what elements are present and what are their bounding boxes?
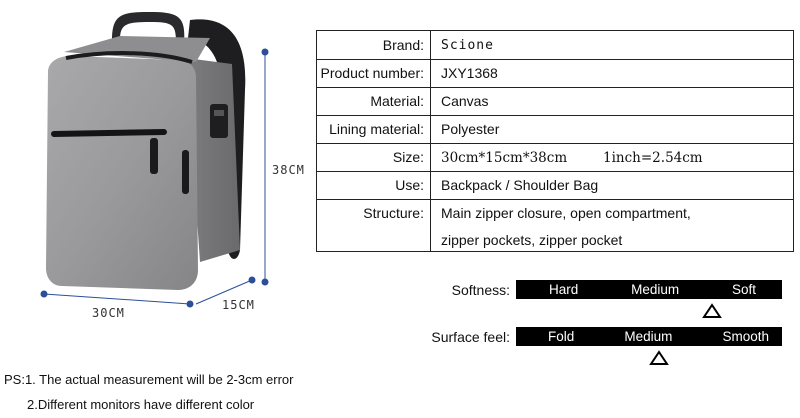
spec-value: JXY1368 (441, 65, 498, 81)
surface-feel-option: Medium (624, 329, 673, 344)
spec-value: Canvas (441, 93, 489, 109)
note-measurement-error: PS:1. The actual measurement will be 2-3… (4, 372, 294, 387)
spec-row-brand: Brand: Scione (317, 31, 793, 60)
spec-row-material: Material: Canvas (317, 88, 793, 116)
softness-indicator-triangle-icon (702, 303, 722, 318)
surface-feel-indicator-triangle-icon (649, 350, 669, 365)
spec-label: Size: (317, 144, 431, 171)
structure-line: Main zipper closure, open compartment, (441, 205, 691, 221)
width-dimension-label: 30CM (92, 306, 125, 320)
spec-value: Polyester (441, 121, 500, 137)
note-monitor-color: 2.Different monitors have different colo… (27, 397, 255, 412)
spec-row-lining-material: Lining material: Polyester (317, 116, 793, 144)
spec-value: Backpack / Shoulder Bag (441, 177, 599, 193)
spec-label: Material: (317, 88, 431, 115)
softness-option: Hard (549, 282, 579, 297)
spec-label: Product number: (317, 60, 431, 87)
size-conversion-note: 1inch=2.54cm (603, 150, 703, 166)
spec-row-structure: Structure: Main zipper closure, open com… (317, 200, 793, 252)
depth-dimension-label: 15CM (222, 298, 255, 312)
surface-feel-option: Fold (548, 329, 575, 344)
surface-feel-label: Surface feel: (431, 329, 510, 345)
spec-label: Brand: (317, 31, 431, 59)
spec-row-product-number: Product number: JXY1368 (317, 60, 793, 88)
spec-row-size: Size: 30cm*15cm*38cm 1inch=2.54cm (317, 144, 793, 172)
spec-value: Scione (441, 38, 494, 53)
softness-label: Softness: (451, 282, 510, 298)
spec-label: Lining material: (317, 116, 431, 143)
spec-label: Structure: (317, 200, 431, 252)
size-value: 30cm*15cm*38cm (441, 150, 568, 166)
spec-table: Brand: Scione Product number: JXY1368 Ma… (316, 30, 794, 252)
spec-row-use: Use: Backpack / Shoulder Bag (317, 172, 793, 200)
structure-line: zipper pockets, zipper pocket (441, 232, 623, 248)
height-dimension-label: 38CM (272, 163, 305, 177)
spec-label: Use: (317, 172, 431, 199)
softness-scale-bar: Hard Medium Soft (516, 280, 782, 299)
surface-feel-option: Smooth (722, 329, 769, 344)
softness-option: Medium (631, 282, 680, 297)
backpack-product-image (40, 12, 269, 308)
spec-value: 30cm*15cm*38cm 1inch=2.54cm (431, 144, 793, 171)
softness-option: Soft (731, 282, 756, 297)
surface-feel-scale-bar: Fold Medium Smooth (516, 327, 782, 346)
spec-value: Main zipper closure, open compartment, z… (431, 200, 793, 252)
